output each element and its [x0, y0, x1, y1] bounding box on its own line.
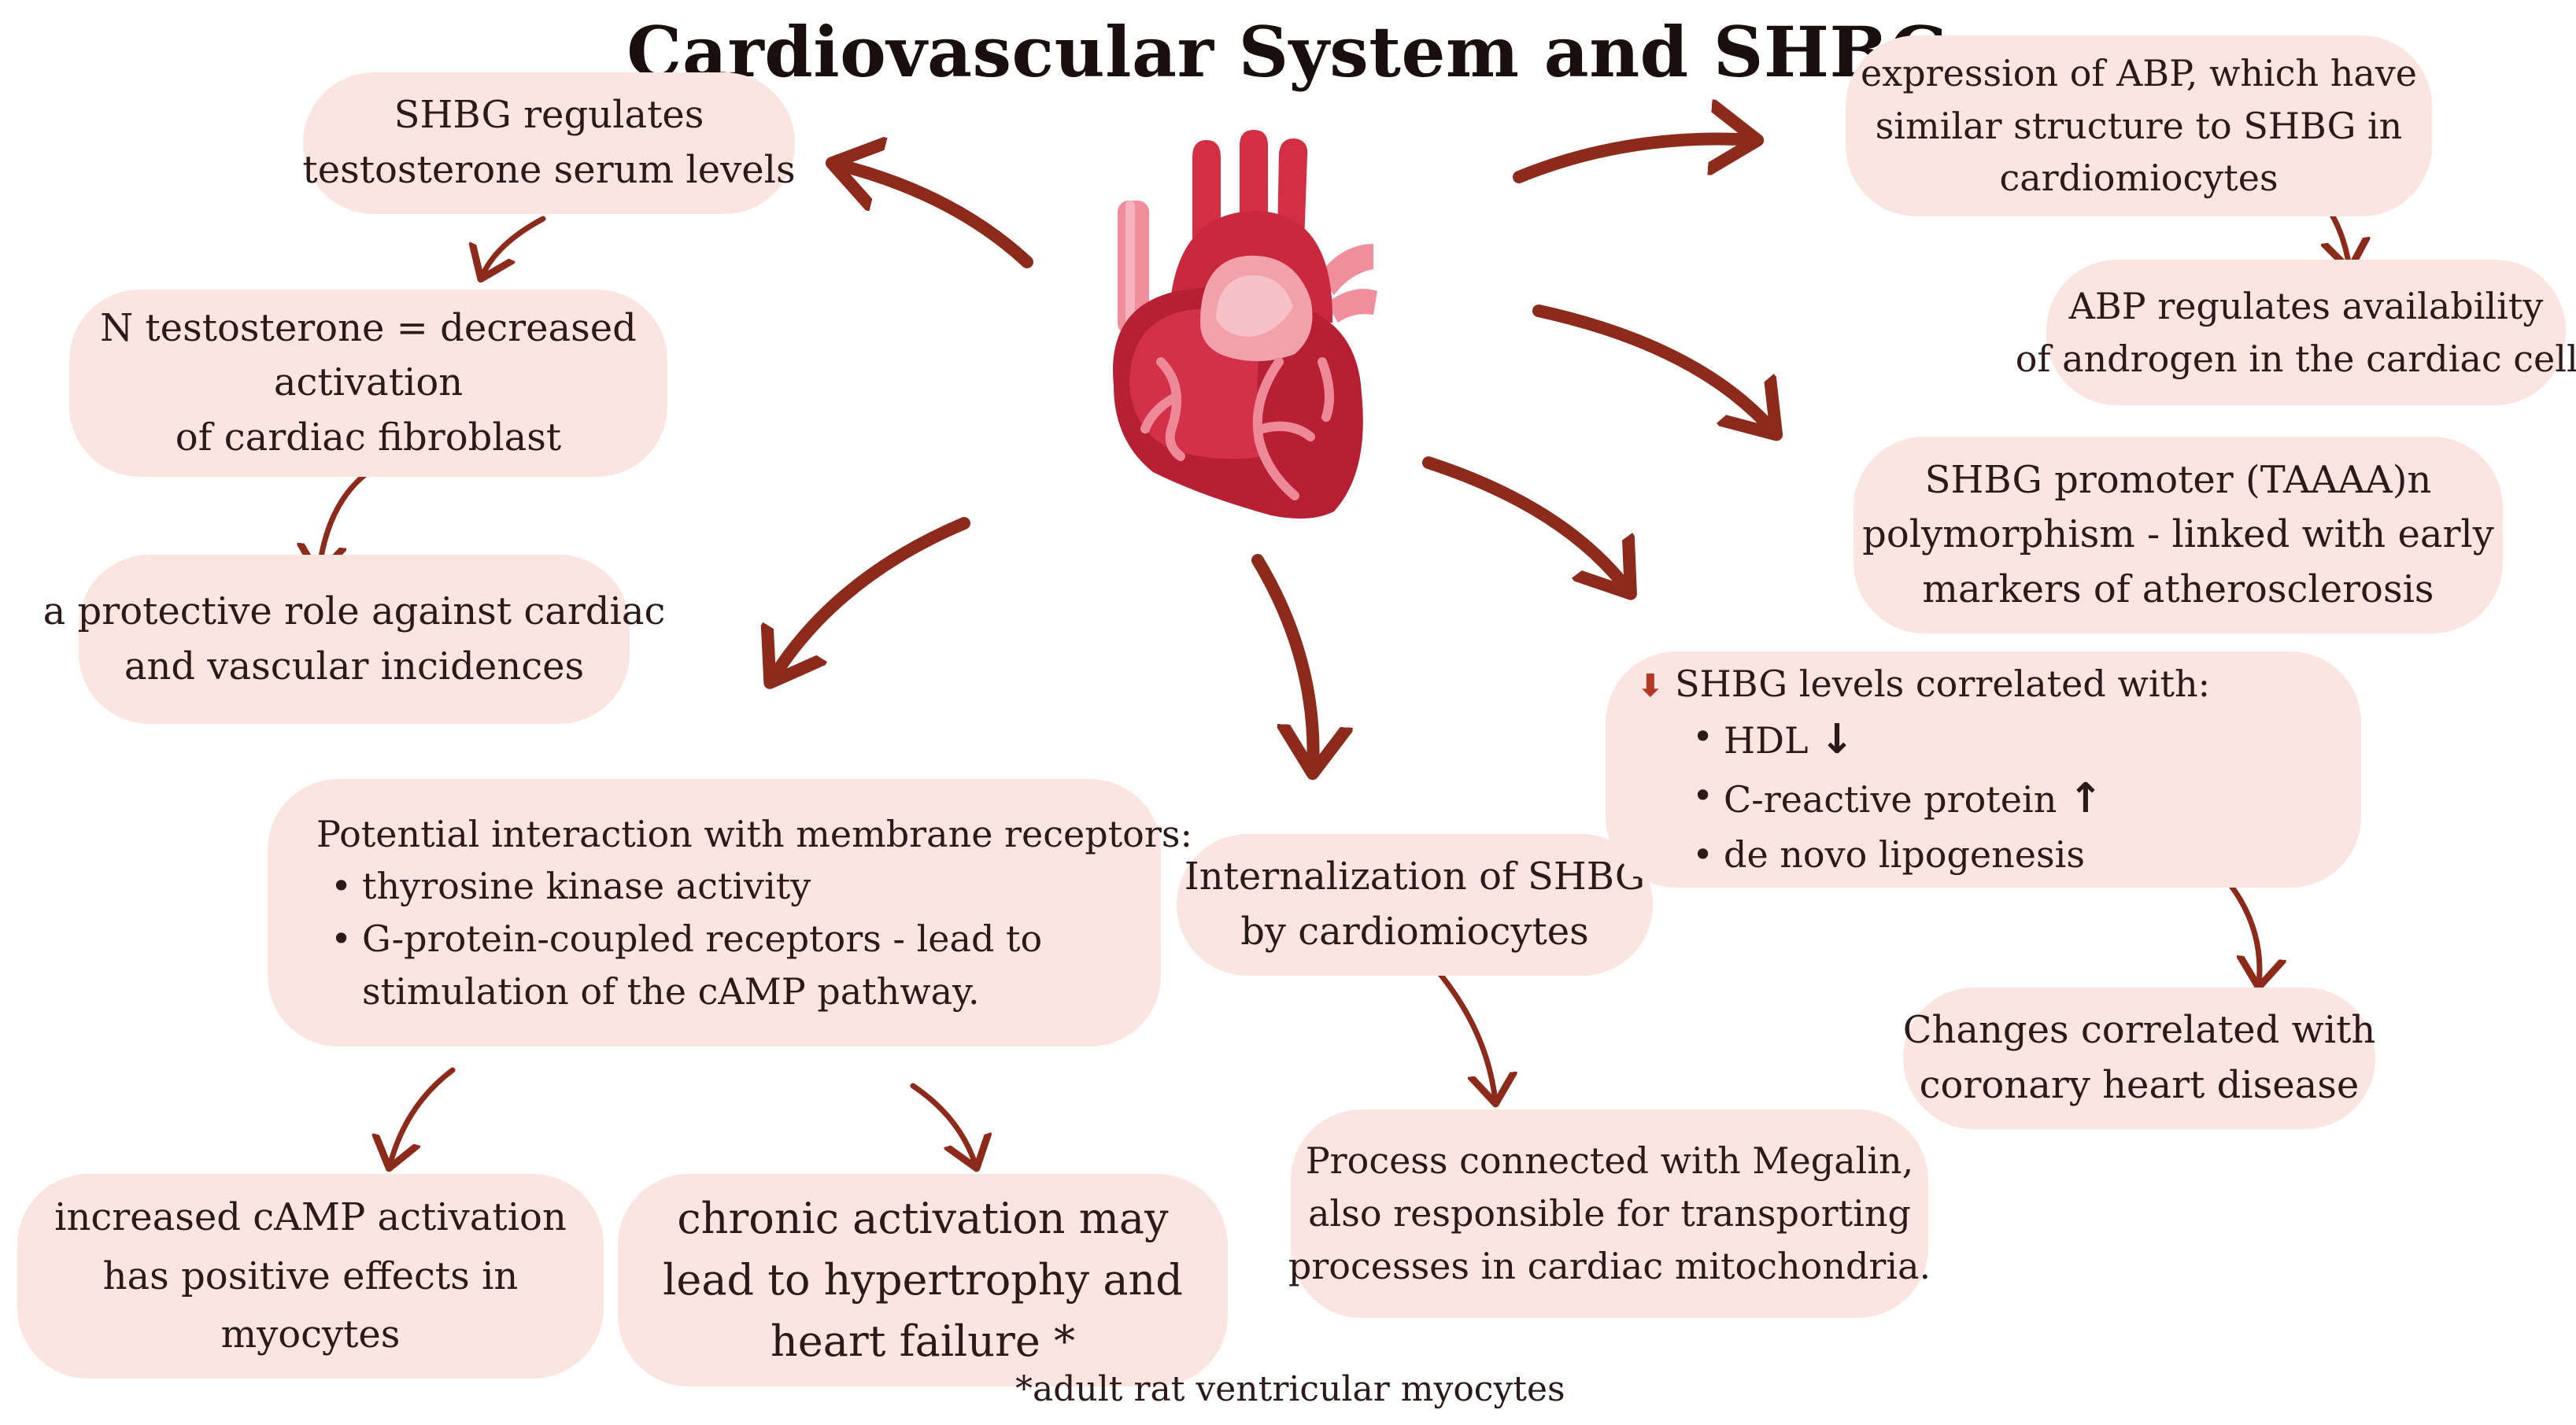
shbg-regulates-box: SHBG regulates testosterone serum levels [302, 72, 796, 214]
levels-heading: SHBG levels correlated with: [1675, 662, 2211, 705]
arrow-membrane-to-chronic [910, 1083, 976, 1166]
levels-item-text: C-reactive protein [1724, 778, 2057, 821]
box-line: increased cAMP activation [54, 1195, 567, 1240]
chronic-activation-box: chronic activation may lead to hypertrop… [618, 1174, 1228, 1386]
box-line: cardiomiocytes [1999, 157, 2278, 200]
box-line: SHBG promoter (TAAAA)n [1924, 457, 2432, 502]
arrow-to-shbg-regulates [834, 164, 1033, 268]
arrow-shbg-to-ntest [482, 216, 546, 277]
megalin-box: Process connected with Megalin, also res… [1288, 1109, 1931, 1318]
arrow-to-internalization [1251, 554, 1314, 771]
changes-box: Changes correlated with coronary heart d… [1903, 988, 2375, 1129]
box-line: testosterone serum levels [302, 148, 796, 192]
box-line: similar structure to SHBG in [1875, 104, 2403, 147]
down-arrow-icon: ⬇ [1637, 667, 1664, 704]
promoter-box: SHBG promoter (TAAAA)n polymorphism - li… [1853, 437, 2503, 633]
heart-icon [1113, 130, 1377, 519]
box-line: processes in cardiac mitochondria. [1288, 1244, 1931, 1287]
arrow-to-abp-regulates [1532, 305, 1775, 433]
membrane-bullet: G-protein-coupled receptors - lead to [331, 913, 1042, 965]
box-line: chronic activation may [677, 1193, 1169, 1243]
box-line: SHBG regulates [394, 93, 704, 138]
abp-regulates-box: ABP regulates availability of androgen i… [2016, 260, 2576, 405]
box-line: activation [273, 360, 464, 405]
footnote: *adult rat ventricular myocytes [1015, 1369, 1565, 1409]
box-line: polymorphism - linked with early [1862, 512, 2494, 557]
camp-activation-box: increased cAMP activation has positive e… [17, 1174, 604, 1379]
box-line: by cardiomiocytes [1240, 910, 1589, 954]
box-line: Internalization of SHBG [1184, 855, 1646, 899]
membrane-receptors-box: Potential interaction with membrane rece… [268, 779, 1192, 1047]
arrow-membrane-to-camp [390, 1067, 456, 1166]
arrow-to-membrane [771, 517, 970, 681]
box-line: has positive effects in [102, 1253, 519, 1298]
diagram-title: Cardiovascular System and SHBG [626, 11, 1950, 93]
arrow-to-abp-expression [1513, 139, 1755, 183]
box-line: N testosterone = decreased [100, 305, 637, 350]
arrow-to-promoter [1422, 456, 1629, 592]
protective-role-box: a protective role against cardiac and va… [43, 555, 665, 724]
box-line: markers of atherosclerosis [1922, 567, 2434, 611]
box-line: ABP regulates availability [2068, 284, 2544, 327]
n-testosterone-box: N testosterone = decreased activation of… [69, 290, 667, 477]
levels-heading-row: ⬇ SHBG levels correlated with: [1637, 658, 2210, 711]
box-line: Process connected with Megalin, [1305, 1139, 1914, 1183]
levels-item: C-reactive protein ↑ [1692, 770, 2103, 829]
membrane-bullet-continuation: stimulation of the cAMP pathway. [362, 969, 980, 1013]
arrow-internalization-to-megalin [1433, 966, 1495, 1102]
levels-item: de novo lipogenesis [1692, 829, 2085, 881]
box-line: lead to hypertrophy and [663, 1254, 1183, 1305]
box-line: of androgen in the cardiac cells [2015, 337, 2576, 380]
levels-item-arrow: ↓ [1820, 715, 1854, 763]
box-line: coronary heart disease [1919, 1063, 2360, 1107]
membrane-bullet: thyrosine kinase activity [331, 860, 811, 913]
box-line: and vascular incidences [124, 644, 585, 689]
box-line: heart failure * [770, 1316, 1076, 1367]
box-line: also responsible for transporting [1308, 1192, 1911, 1235]
membrane-heading: Potential interaction with membrane rece… [316, 812, 1192, 855]
box-line: Changes correlated with [1902, 1008, 2376, 1053]
internalization-box: Internalization of SHBG by cardiomiocyte… [1177, 834, 1653, 976]
levels-item: HDL ↓ [1692, 711, 1854, 770]
box-line: of cardiac fibroblast [175, 415, 562, 460]
abp-expression-box: expression of ABP, which have similar st… [1846, 35, 2432, 216]
box-line: a protective role against cardiac [43, 589, 666, 633]
box-line: expression of ABP, which have [1861, 51, 2417, 94]
box-line: myocytes [220, 1312, 401, 1357]
shbg-levels-box: ⬇ SHBG levels correlated with: HDL ↓ C-r… [1606, 652, 2361, 888]
levels-item-text: de novo lipogenesis [1724, 833, 2085, 877]
levels-item-text: HDL [1724, 718, 1809, 762]
levels-item-arrow: ↑ [2068, 775, 2103, 822]
